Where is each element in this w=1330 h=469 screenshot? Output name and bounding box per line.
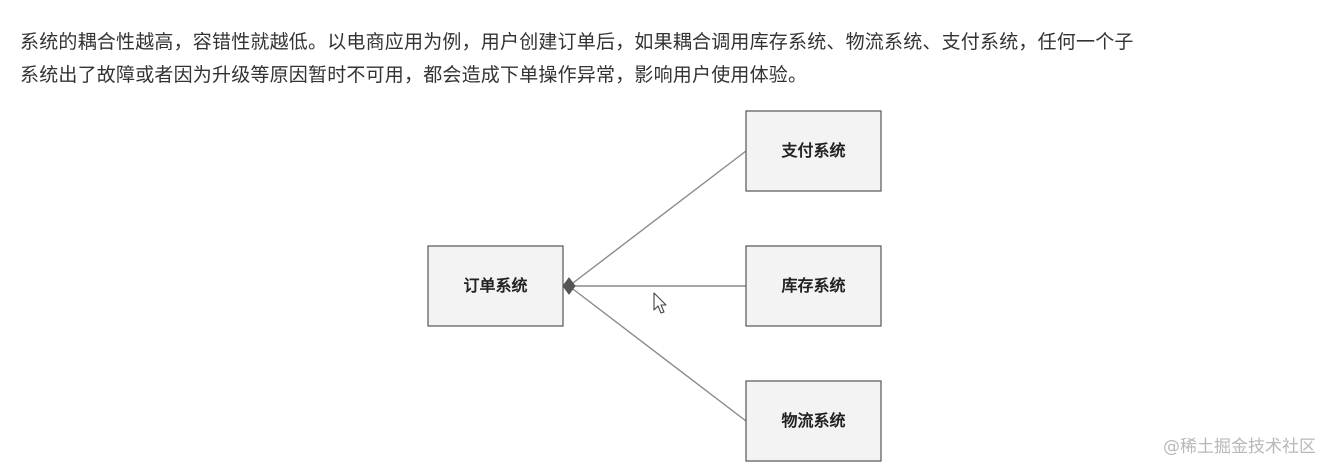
article-text-line-1: 系统的耦合性越高，容错性就越低。以电商应用为例，用户创建订单后，如果耦合调用库存… (20, 31, 1134, 53)
node-order-system: 订单系统 (427, 245, 564, 327)
article-text-line-2: 系统出了故障或者因为升级等原因暂时不可用，都会造成下单操作异常，影响用户使用体验… (20, 64, 808, 86)
node-inventory-system: 库存系统 (745, 245, 882, 327)
node-payment-system: 支付系统 (745, 110, 882, 192)
diamond-aggregation-icon (562, 277, 576, 295)
connector-order-payment (568, 150, 747, 287)
node-logistics-system-label: 物流系统 (781, 411, 845, 430)
watermark: @稀土掘金技术社区 (1163, 437, 1316, 457)
mouse-pointer-icon (653, 292, 667, 314)
node-payment-system-label: 支付系统 (780, 141, 845, 160)
node-inventory-system-label: 库存系统 (781, 276, 845, 295)
article-paragraph: 系统的耦合性越高，容错性就越低。以电商应用为例，用户创建订单后，如果耦合调用库存… (20, 26, 1290, 92)
node-order-system-label: 订单系统 (463, 276, 527, 295)
connector-order-logistics (568, 285, 747, 422)
node-logistics-system: 物流系统 (745, 380, 882, 462)
